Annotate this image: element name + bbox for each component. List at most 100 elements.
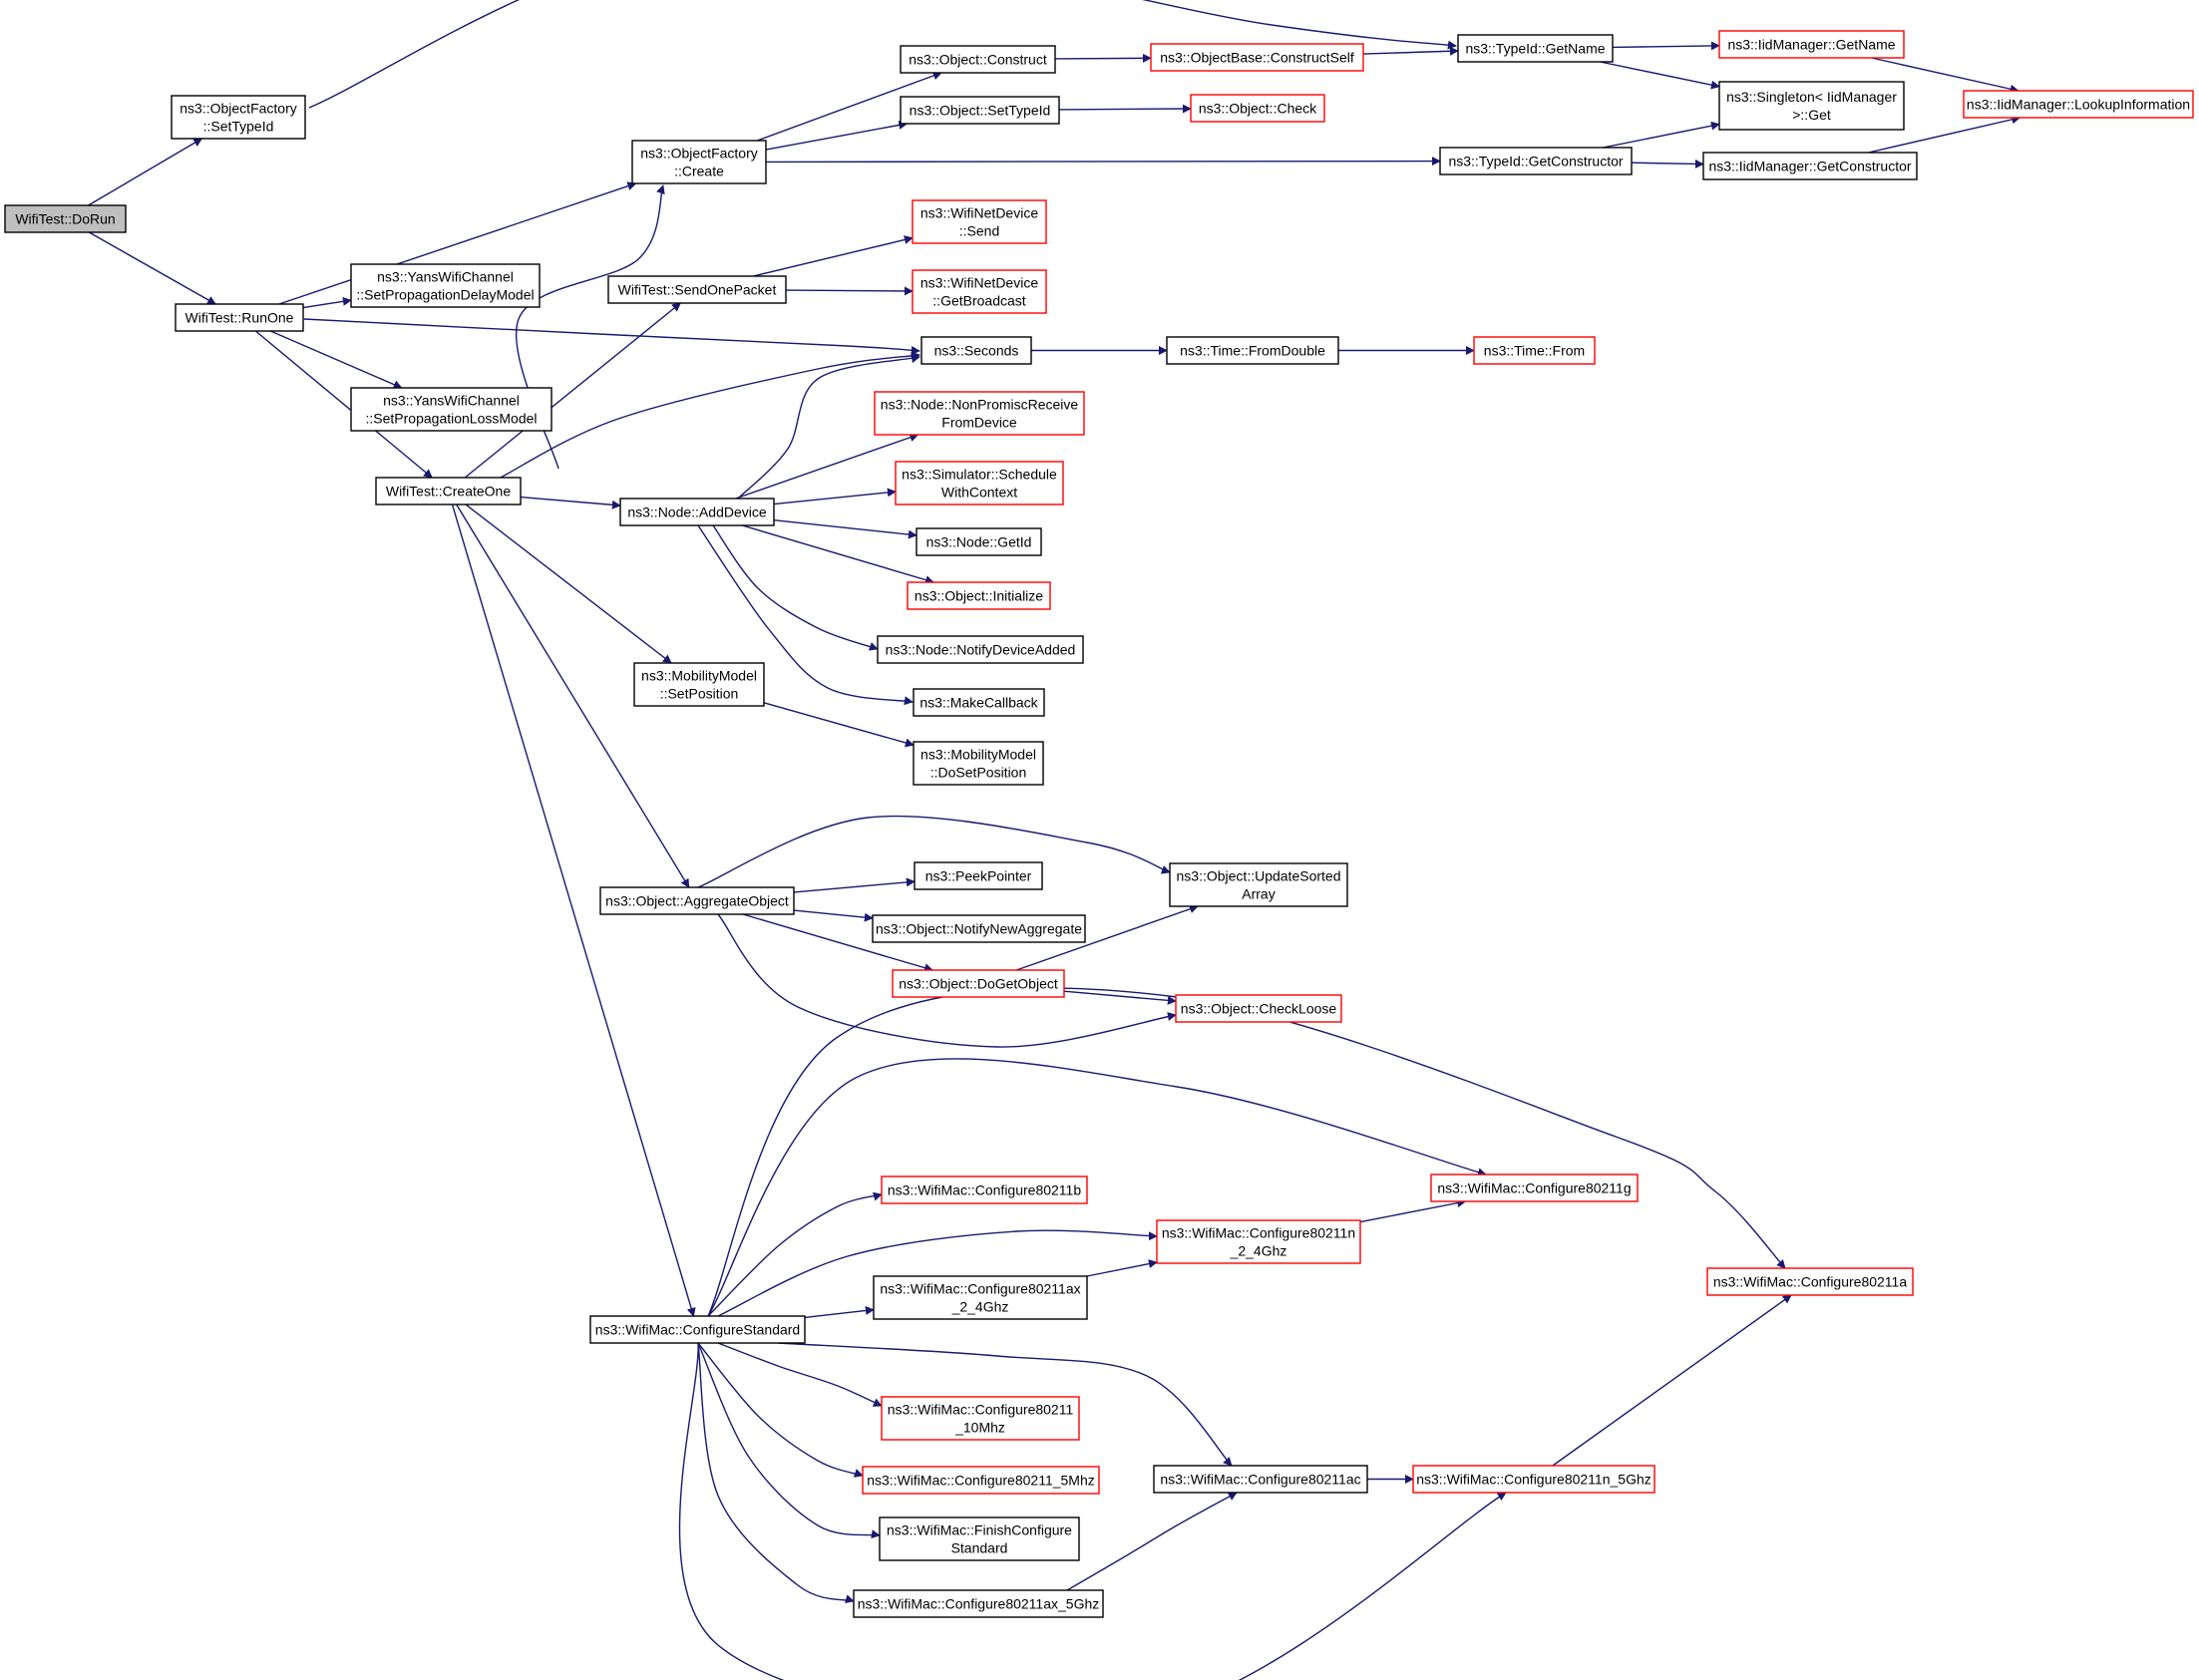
node-cfg_n5[interactable]: ns3::WifiMac::Configure80211n_5Ghz [1412,1465,1655,1494]
node-box [1153,1465,1368,1494]
node-box [633,662,765,707]
edge-runone-to-yans_delay [302,296,352,309]
node-obj_construct[interactable]: ns3::Object::Construct [900,45,1056,74]
node-iid_lookup[interactable]: ns3::IidManager::LookupInformation [1963,90,2194,119]
node-addevice[interactable]: ns3::Node::AddDevice [619,498,775,526]
node-mm_setpos[interactable]: ns3::MobilityModel::SetPosition [633,662,765,707]
edge-createone-to-configstd [451,504,696,1317]
node-label-line: ::SetPosition [660,686,739,702]
node-yans_delay[interactable]: ns3::YansWifiChannel::SetPropagationDela… [350,263,541,308]
node-box [853,1589,1104,1618]
edge-configstd-to-cfg_5mhz [697,1342,864,1478]
node-box [4,204,127,233]
node-sendonepacket[interactable]: WifiTest::SendOnePacket [607,275,787,304]
edge-createone-to-seconds [498,351,920,480]
node-cfg_ax5[interactable]: ns3::WifiMac::Configure80211ax_5Ghz [853,1589,1104,1618]
edge-runone-to-yans_loss [269,330,403,389]
node-of_create[interactable]: ns3::ObjectFactory::Create [631,140,767,184]
nodes-layer: WifiTest::DoRun ns3::ObjectFactory::SetTy… [4,30,2194,1618]
node-label-line: ns3::WifiNetDevice [920,275,1038,291]
node-nd_send[interactable]: ns3::WifiNetDevice::Send [912,199,1047,244]
node-cfg_b[interactable]: ns3::WifiMac::Configure80211b [881,1176,1088,1204]
node-obj_init[interactable]: ns3::Object::Initialize [907,581,1051,610]
node-typeid_getctor[interactable]: ns3::TypeId::GetConstructor [1439,147,1633,175]
edge-obj_construct-to-constructself [1054,53,1152,63]
node-time_fromdouble[interactable]: ns3::Time::FromDouble [1166,336,1339,365]
node-label-line: ns3::ObjectFactory [180,101,297,117]
node-time_from[interactable]: ns3::Time::From [1473,336,1596,365]
node-aggregate[interactable]: ns3::Object::AggregateObject [599,886,795,915]
node-mm_dosetpos[interactable]: ns3::MobilityModel::DoSetPosition [913,741,1044,786]
node-configstd[interactable]: ns3::WifiMac::ConfigureStandard [589,1315,806,1344]
node-box [589,1315,806,1344]
edge-configstd-to-cfg_ac [777,1342,1233,1467]
node-typeid_getname[interactable]: ns3::TypeId::GetName [1457,34,1614,63]
node-box [1473,336,1596,365]
node-label-line: ns3::WifiMac::Configure80211ac [1160,1472,1360,1488]
node-cfg_a[interactable]: ns3::WifiMac::Configure80211a [1706,1267,1914,1296]
edge-createone-to-aggregate [456,504,690,888]
node-iid_getname[interactable]: ns3::IidManager::GetName [1718,30,1905,59]
node-cfg_10[interactable]: ns3::WifiMac::Configure80211_10Mhz [881,1396,1080,1441]
node-cfg_ac[interactable]: ns3::WifiMac::Configure80211ac [1153,1465,1368,1494]
node-createone[interactable]: WifiTest::CreateOne [375,477,522,505]
node-box [619,498,775,526]
node-label-line: WifiTest::CreateOne [386,484,511,500]
node-iid_getctor[interactable]: ns3::IidManager::GetConstructor [1702,152,1918,180]
node-cfg_n24[interactable]: ns3::WifiMac::Configure80211n_2_4Ghz [1156,1219,1361,1264]
edge-typeid_getctor-to-iid_getctor [1631,159,1704,168]
node-label-line: ns3::MobilityModel [920,747,1036,763]
node-box [873,1275,1088,1320]
node-notifyagg[interactable]: ns3::Object::NotifyNewAggregate [872,914,1086,943]
node-label-line: ns3::MakeCallback [919,695,1038,711]
edge-iid_getname-to-iid_lookup [1871,57,2019,94]
node-box [877,635,1084,664]
node-label-line: ns3::Seconds [934,343,1019,359]
node-box [375,477,522,505]
node-cfg_5mhz[interactable]: ns3::WifiMac::Configure80211_5Mhz [862,1466,1100,1495]
node-box [881,1396,1080,1441]
node-label-line: ns3::IidManager::GetConstructor [1708,159,1911,174]
node-getid[interactable]: ns3::Node::GetId [916,527,1042,556]
node-obj_check[interactable]: ns3::Object::Check [1190,94,1325,123]
node-cfg_ax24[interactable]: ns3::WifiMac::Configure80211ax_2_4Ghz [873,1275,1088,1320]
node-notifydev[interactable]: ns3::Node::NotifyDeviceAdded [877,635,1084,664]
node-dorun[interactable]: WifiTest::DoRun [4,204,127,233]
edge-runone-to-seconds [303,318,920,355]
node-box [920,336,1032,365]
edge-dorun-to-runone [88,231,216,305]
node-dogetobj[interactable]: ns3::Object::DoGetObject [892,969,1065,998]
edge-addevice-to-obj_init [742,524,934,585]
node-label-line: FromDevice [941,415,1017,431]
node-label-line: ns3::WifiMac::Configure80211n [1162,1225,1355,1241]
node-label-line: ns3::WifiMac::Configure80211 [888,1402,1074,1418]
node-label-line: _2_4Ghz [951,1299,1009,1315]
node-box [599,886,795,915]
edge-of_create-to-obj_settypeid [765,121,909,151]
node-box [1150,43,1364,72]
node-box [1963,90,2194,119]
node-nd_getbroadcast[interactable]: ns3::WifiNetDevice::GetBroadcast [912,269,1047,314]
node-yans_loss[interactable]: ns3::YansWifiChannel::SetPropagationLoss… [350,387,552,432]
node-box [914,861,1043,890]
node-makecb[interactable]: ns3::MakeCallback [913,688,1045,717]
node-singleton[interactable]: ns3::Singleton< IidManager>::Get [1718,81,1905,131]
node-checkloose[interactable]: ns3::Object::CheckLoose [1175,994,1342,1023]
node-label-line: ns3::Object::AggregateObject [605,893,789,909]
node-of_settypeid[interactable]: ns3::ObjectFactory::SetTypeId [171,95,306,140]
node-runone[interactable]: WifiTest::RunOne [175,303,304,332]
node-constructself[interactable]: ns3::ObjectBase::ConstructSelf [1150,43,1364,72]
node-obj_settypeid[interactable]: ns3::Object::SetTypeId [900,96,1060,125]
node-cfg_g[interactable]: ns3::WifiMac::Configure80211g [1430,1174,1639,1202]
node-label-line: ns3::YansWifiChannel [377,269,514,285]
node-label-line: ::DoSetPosition [930,765,1027,781]
node-seconds[interactable]: ns3::Seconds [920,336,1032,365]
node-peekptr[interactable]: ns3::PeekPointer [914,861,1043,890]
node-box [912,269,1047,314]
node-label-line: ns3::WifiMac::Configure80211g [1437,1180,1631,1196]
